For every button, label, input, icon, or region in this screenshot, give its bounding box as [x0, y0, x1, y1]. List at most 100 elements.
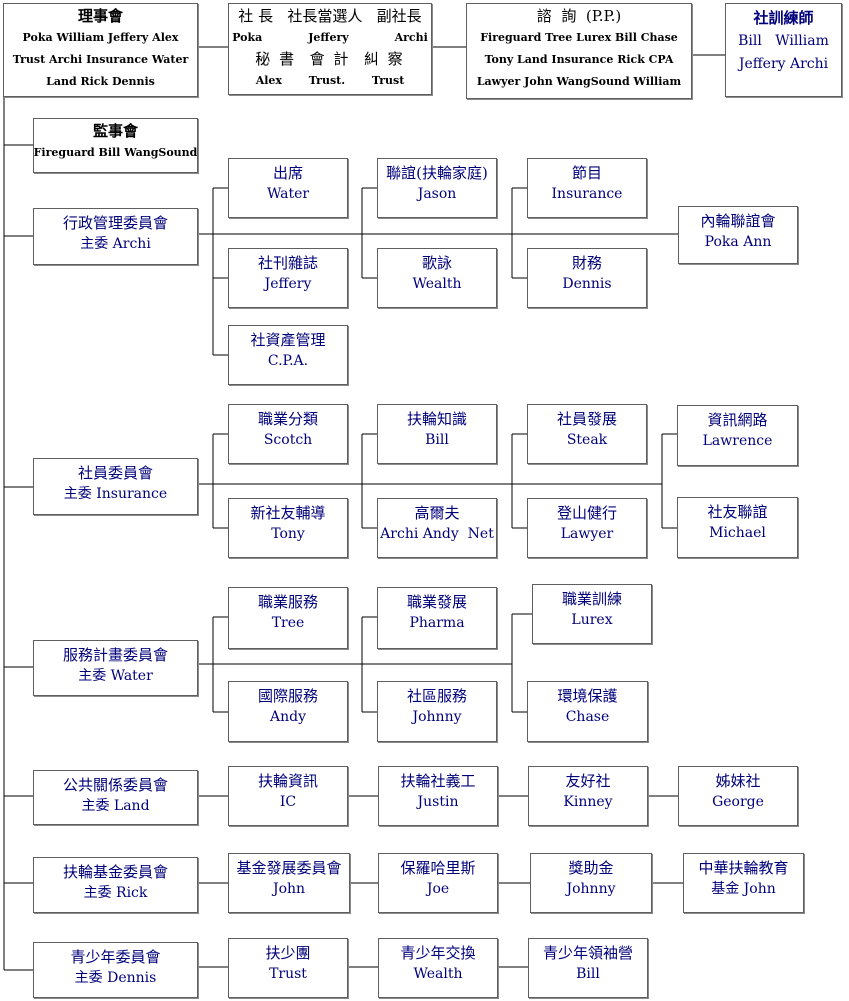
- classification-name: Scotch: [263, 432, 313, 448]
- paul-harris-box: 保羅哈里斯 Joe: [378, 853, 498, 913]
- inner-wheel-name: Poka Ann: [704, 234, 772, 250]
- interact-title: 扶少團: [265, 944, 311, 962]
- admin-committee-chair: 主委 Archi: [80, 236, 151, 252]
- admin-committee-title: 行政管理委員會: [62, 214, 168, 232]
- service-committee-chair: 主委 Water: [78, 668, 153, 684]
- service-committee-title: 服務計畫委員會: [62, 646, 168, 664]
- youth-exchange-box: 青少年交換 Wealth: [378, 938, 498, 998]
- singing-box: 歌詠 Wealth: [377, 248, 497, 308]
- fellowship-name: Jason: [417, 186, 457, 202]
- paul-harris-title: 保羅哈里斯: [400, 859, 476, 877]
- fellowship-box: 聯誼(扶輪家庭) Jason: [377, 158, 497, 218]
- paul-harris-name: Joe: [426, 881, 450, 897]
- member-development-name: Steak: [566, 432, 608, 448]
- officers-names-line-1: Poka Jeffery Archi: [232, 31, 428, 44]
- magazine-box: 社刊雜誌 Jeffery: [228, 248, 348, 308]
- interact-box: 扶少團 Trust: [228, 938, 348, 998]
- golf-title: 高爾夫: [414, 504, 460, 522]
- sister-club-title: 姊妹社: [715, 772, 761, 790]
- environment-title: 環境保護: [557, 687, 618, 705]
- supervisors-box: 監事會 Fireguard Bill WangSound: [33, 118, 198, 173]
- sister-club-name: George: [712, 794, 764, 810]
- vocational-service-box: 職業服務 Tree: [228, 587, 348, 649]
- interact-name: Trust: [269, 966, 307, 982]
- fellowship-title: 聯誼(扶輪家庭): [386, 164, 488, 182]
- assets-title: 社資產管理: [250, 331, 326, 349]
- scholarship-box: 獎助金 Johnny: [530, 853, 652, 913]
- advisors-title: 諮 詢 (P.P.): [536, 7, 622, 25]
- vocational-training-title: 職業訓練: [561, 590, 622, 608]
- rotary-information-box: 扶輪資訊 IC: [228, 766, 348, 826]
- member-friendship-box: 社友聯誼 Michael: [677, 497, 798, 558]
- member-development-box: 社員發展 Steak: [527, 404, 647, 464]
- ryla-title: 青少年領袖營: [542, 944, 633, 962]
- board-of-directors-box: 理事會 Poka William Jeffery Alex Trust Arch…: [3, 3, 198, 97]
- rotary-info-box: 扶輪知識 Bill: [377, 404, 497, 464]
- member-friendship-name: Michael: [709, 525, 766, 541]
- info-network-name: Lawrence: [702, 433, 773, 449]
- member-committee-box: 社員委員會 主委 Insurance: [33, 458, 198, 515]
- new-member-box: 新社友輔導 Tony: [228, 498, 348, 558]
- info-network-title: 資訊網路: [707, 411, 768, 429]
- classification-title: 職業分類: [257, 410, 318, 428]
- education-fund-name: 基金 John: [711, 881, 776, 897]
- scholarship-name: Johnny: [566, 881, 616, 897]
- assets-box: 社資產管理 C.P.A.: [228, 325, 348, 385]
- environment-name: Chase: [565, 709, 610, 725]
- finance-title: 財務: [571, 254, 602, 272]
- admin-committee-box: 行政管理委員會 主委 Archi: [33, 208, 198, 265]
- program-box: 節目 Insurance: [527, 158, 647, 218]
- attendance-name: Water: [266, 186, 310, 202]
- community-service-box: 社區服務 Johnny: [377, 681, 497, 742]
- trainers-line-2: Jeffery Archi: [738, 56, 829, 72]
- golf-name: Archi Andy Net: [380, 526, 494, 542]
- vocational-service-title: 職業服務: [257, 593, 318, 611]
- finance-box: 財務 Dennis: [527, 248, 647, 308]
- pr-committee-chair: 主委 Land: [81, 798, 150, 814]
- vocational-service-name: Tree: [271, 615, 305, 631]
- youth-committee-box: 青少年委員會 主委 Dennis: [33, 942, 198, 998]
- board-members-line-3: Land Rick Dennis: [46, 75, 155, 88]
- member-friendship-title: 社友聯誼: [707, 503, 768, 521]
- community-service-name: Johnny: [412, 709, 462, 725]
- singing-title: 歌詠: [421, 254, 452, 272]
- info-network-box: 資訊網路 Lawrence: [677, 405, 798, 466]
- classification-box: 職業分類 Scotch: [228, 404, 348, 464]
- officers-box: 社 長 社長當選人 副社長 Poka Jeffery Archi 秘 書 會 計…: [228, 3, 432, 95]
- inner-wheel-box: 內輪聯誼會 Poka Ann: [678, 206, 798, 264]
- community-service-title: 社區服務: [406, 687, 467, 705]
- vocational-development-box: 職業發展 Pharma: [377, 587, 497, 649]
- rotary-information-name: IC: [279, 794, 297, 810]
- friendship-club-box: 友好社 Kinney: [528, 766, 648, 826]
- education-fund-box: 中華扶輪教育 基金 John: [683, 853, 804, 913]
- board-members-line-1: Poka William Jeffery Alex: [22, 31, 179, 44]
- volunteer-box: 扶輪社義工 Justin: [378, 766, 498, 826]
- advisors-line-3: Lawyer John WangSound William: [476, 75, 682, 88]
- attendance-box: 出席 Water: [228, 158, 348, 218]
- youth-committee-title: 青少年委員會: [70, 948, 161, 966]
- sister-club-box: 姊妹社 George: [678, 766, 798, 826]
- magazine-name: Jeffery: [264, 276, 312, 292]
- ryla-box: 青少年領袖營 Bill: [528, 938, 648, 998]
- youth-committee-chair: 主委 Dennis: [74, 970, 157, 986]
- scholarship-title: 獎助金: [568, 859, 614, 877]
- vocational-training-box: 職業訓練 Lurex: [532, 584, 652, 644]
- trainers-title: 社訓練師: [753, 9, 814, 27]
- board-members-line-2: Trust Archi Insurance Water: [12, 53, 189, 66]
- environment-box: 環境保護 Chase: [527, 681, 648, 742]
- program-name: Insurance: [551, 186, 623, 202]
- education-fund-title: 中華扶輪教育: [698, 859, 789, 877]
- advisors-line-1: Fireguard Tree Lurex Bill Chase: [480, 31, 678, 44]
- inner-wheel-title: 內輪聯誼會: [700, 212, 776, 230]
- advisors-box: 諮 詢 (P.P.) Fireguard Tree Lurex Bill Cha…: [466, 3, 692, 99]
- youth-exchange-title: 青少年交換: [400, 944, 476, 962]
- member-development-title: 社員發展: [556, 410, 617, 428]
- advisors-line-2: Tony Land Insurance Rick CPA: [484, 53, 674, 66]
- vocational-development-name: Pharma: [409, 615, 465, 631]
- international-service-title: 國際服務: [257, 687, 318, 705]
- friendship-club-name: Kinney: [563, 794, 613, 810]
- golf-box: 高爾夫 Archi Andy Net: [377, 498, 497, 558]
- officers-title: 社 長 社長當選人 副社長: [238, 7, 422, 25]
- supervisors-names: Fireguard Bill WangSound: [33, 146, 198, 159]
